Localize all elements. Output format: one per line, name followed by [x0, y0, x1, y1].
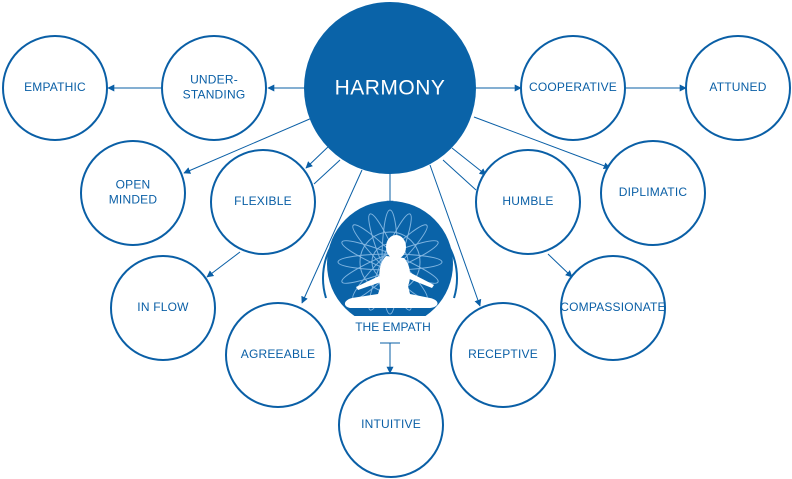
node-label: OPEN — [116, 178, 151, 192]
node-circle — [2, 35, 108, 141]
node-label: EMPATHIC — [24, 80, 86, 94]
node-in-flow: IN FLOW — [110, 255, 216, 361]
node-label: MINDED — [109, 193, 158, 207]
empath-label-bg — [336, 316, 444, 338]
harmony-label: HARMONY — [335, 77, 446, 100]
node-understanding: UNDER-STANDING — [161, 35, 267, 141]
node-circle — [520, 35, 626, 141]
node-label: HUMBLE — [502, 194, 553, 208]
node-circle — [600, 140, 706, 246]
node-label: FLEXIBLE — [234, 194, 292, 208]
node-flexible: FLEXIBLE — [210, 149, 316, 255]
meditating-figure-icon — [344, 235, 438, 308]
edge-harmony-agreeable — [301, 169, 363, 304]
edge-harmony-open-minded — [183, 117, 313, 174]
node-circle — [338, 372, 444, 478]
edge-harmony-flexible — [305, 144, 331, 169]
empath-label: THE EMPATH — [355, 320, 431, 334]
edge-harmony-diplimatic — [473, 116, 611, 170]
node-agreeable: AGREEABLE — [225, 302, 331, 408]
edge-harmony-humble-2 — [442, 159, 477, 191]
node-compassionate: COMPASSIONATE — [560, 255, 666, 361]
edges — [107, 84, 687, 374]
node-attuned: ATTUNED — [685, 35, 791, 141]
node-circle — [450, 302, 556, 408]
node-circle — [475, 149, 581, 255]
node-cooperative: COOPERATIVE — [520, 35, 626, 141]
node-circle — [225, 302, 331, 408]
edge-harmony-humble — [451, 147, 487, 176]
node-humble: HUMBLE — [475, 149, 581, 255]
harmony-node: HARMONY — [304, 2, 476, 174]
node-label: IN FLOW — [137, 300, 189, 314]
nodes: EMPATHIC UNDER-STANDING COOPERATIVE ATTUNED… — [2, 35, 791, 478]
node-label: AGREEABLE — [241, 347, 316, 361]
node-circle — [685, 35, 791, 141]
node-label: UNDER- — [190, 73, 238, 87]
node-circle — [80, 140, 186, 246]
node-circle — [560, 255, 666, 361]
node-diplimatic: DIPLIMATIC — [600, 140, 706, 246]
edge-harmony-receptive — [429, 164, 482, 307]
node-empathic: EMPATHIC — [2, 35, 108, 141]
node-circle — [161, 35, 267, 141]
node-label: STANDING — [183, 88, 246, 102]
node-label: COMPASSIONATE — [560, 300, 666, 314]
node-circle — [110, 255, 216, 361]
node-label: RECEPTIVE — [468, 347, 538, 361]
node-receptive: RECEPTIVE — [450, 302, 556, 408]
node-circle — [210, 149, 316, 255]
edge-humble-compassionate — [547, 253, 573, 278]
node-label: DIPLIMATIC — [619, 185, 688, 199]
node-label: COOPERATIVE — [529, 80, 617, 94]
edge-harmony-flexible-2 — [313, 159, 341, 185]
node-label: ATTUNED — [709, 80, 766, 94]
node-intuitive: INTUITIVE — [338, 372, 444, 478]
empath-node: THE EMPATH — [322, 201, 458, 338]
edge-flexible-in-flow — [206, 251, 241, 278]
node-label: INTUITIVE — [361, 417, 421, 431]
